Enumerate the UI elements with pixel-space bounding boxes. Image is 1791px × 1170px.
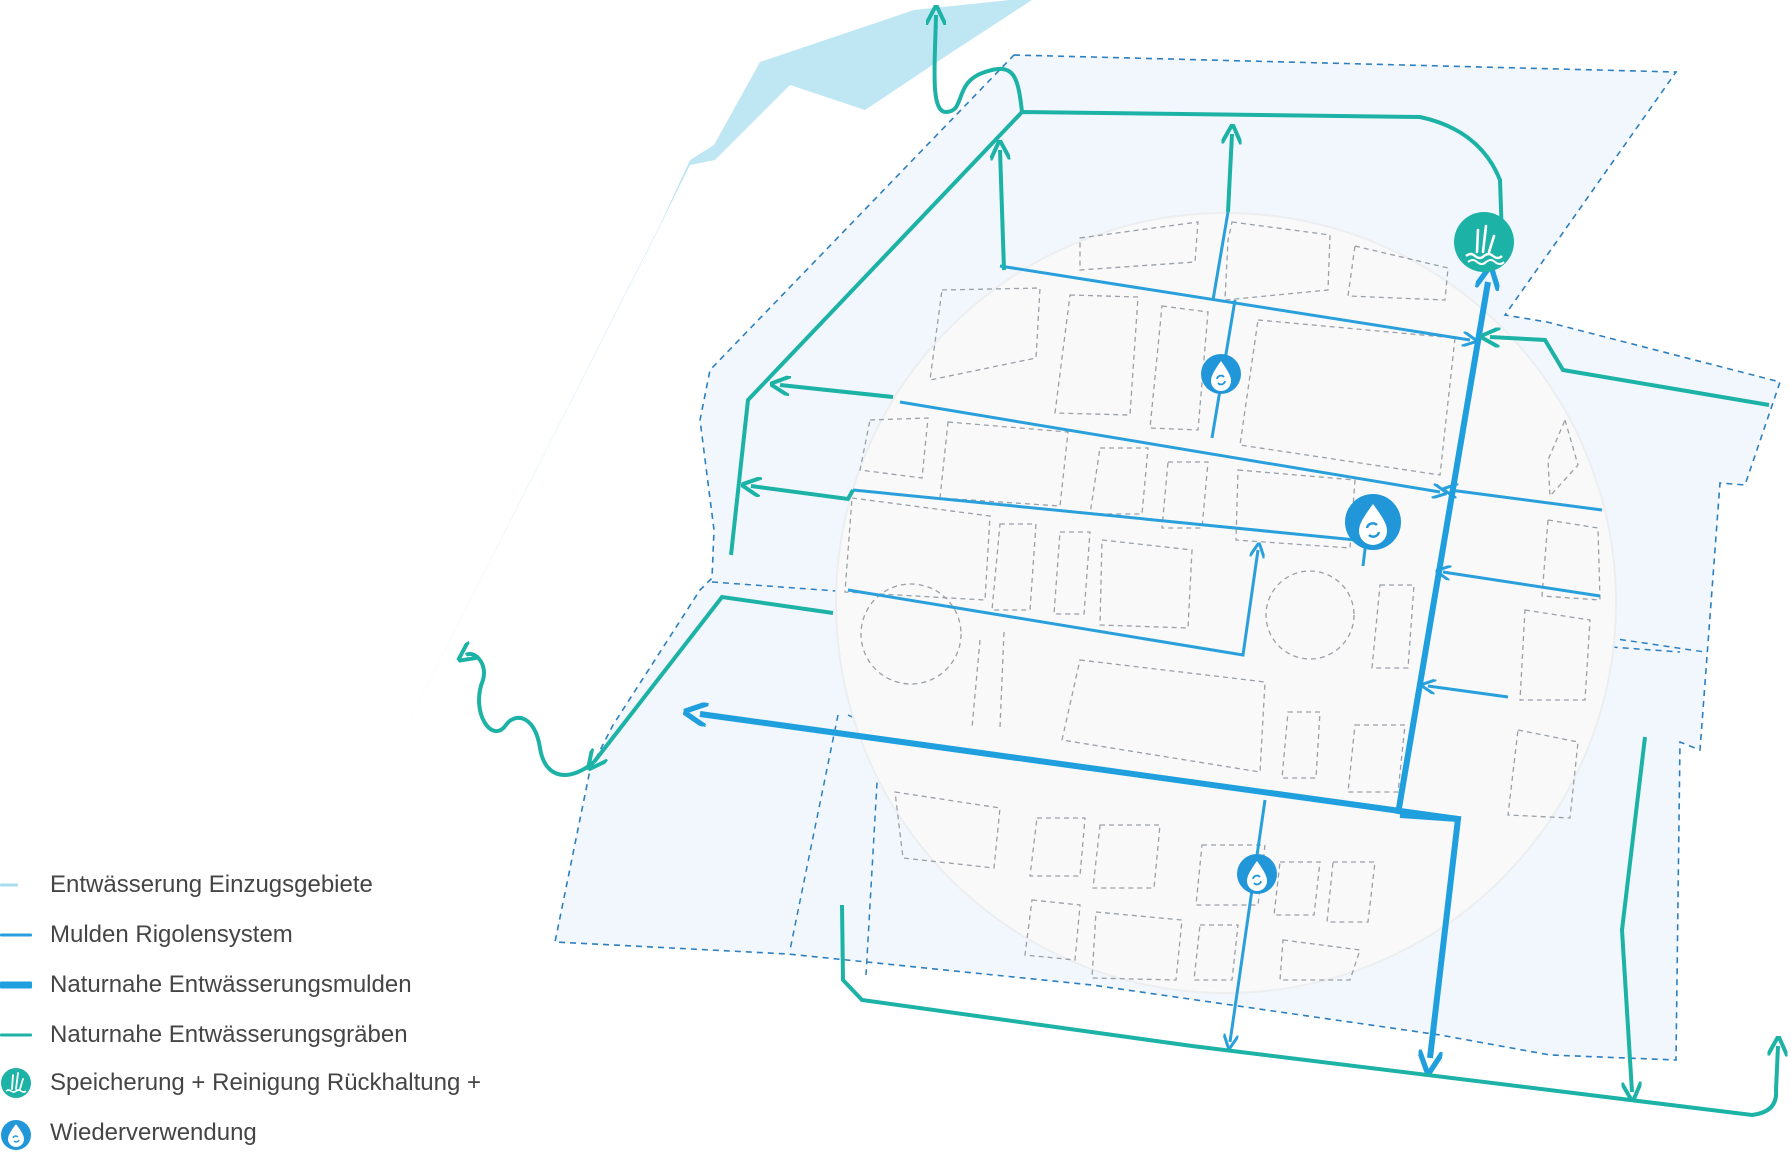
drop-recycle-icon [1201,354,1241,394]
reed-water-icon [1,1068,31,1098]
legend-swatch-catchment [0,865,34,905]
legend-swatch-reuse [0,1113,34,1153]
development-circle [835,212,1617,994]
legend-swatch-swale-system [0,915,34,955]
reed-water-icon [1454,212,1514,272]
legend-label: Naturnahe Entwässerungsmulden [50,971,412,998]
legend-label: Mulden Rigolensystem [50,921,293,948]
drop-recycle-icon [1,1120,31,1150]
building-blocks [844,221,1601,981]
legend-item-natural-swale: Naturnahe Entwässerungsmulden [0,965,412,1005]
legend-label: Entwässerung Einzugsgebiete [50,871,373,898]
legend-label: Speicherung + Reinigung Rückhaltung + [50,1069,481,1096]
legend-item-reuse: Wiederverwendung [0,1113,257,1153]
legend-label: Naturnahe Entwässerungsgräben [50,1021,408,1048]
legend-item-natural-ditch: Naturnahe Entwässerungsgräben [0,1015,408,1055]
legend-item-storage: Speicherung + Reinigung Rückhaltung + [0,1063,481,1103]
drop-recycle-icon [1237,854,1277,894]
legend-item-swale-system: Mulden Rigolensystem [0,915,293,955]
legend-item-catchment: Entwässerung Einzugsgebiete [0,865,373,905]
legend-label: Wiederverwendung [50,1119,257,1146]
drop-recycle-icon [1345,494,1401,550]
natural-ditches [466,15,1778,1118]
river [372,0,1032,794]
natural-swales [700,282,1488,1058]
legend-swatch-storage [0,1063,34,1103]
legend-swatch-natural-swale [0,965,34,1005]
legend-swatch-natural-ditch [0,1015,34,1055]
